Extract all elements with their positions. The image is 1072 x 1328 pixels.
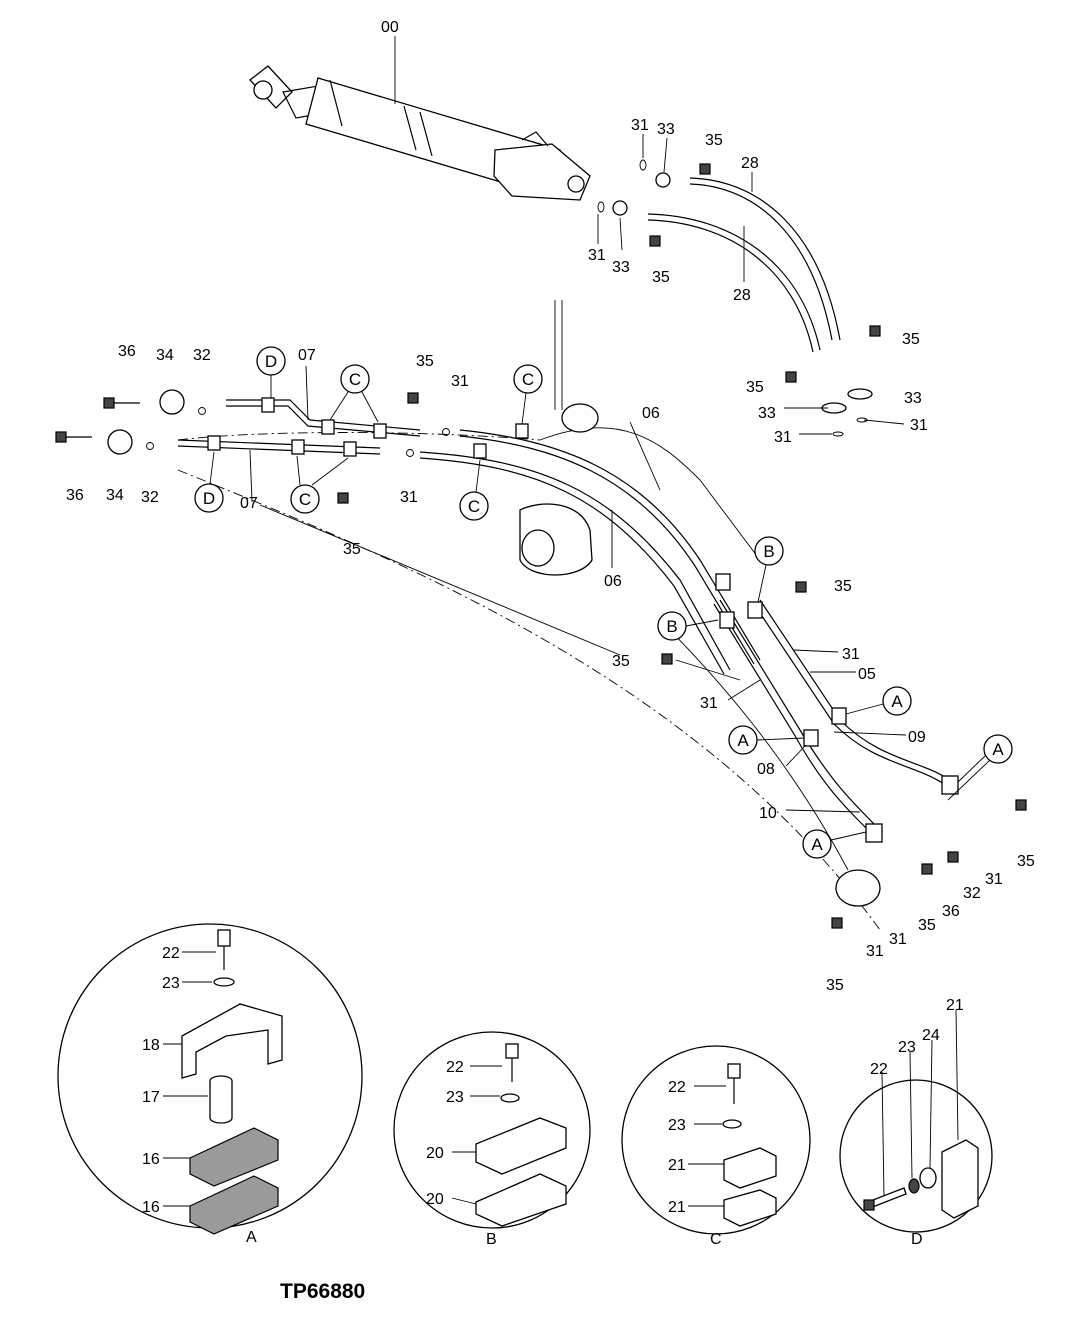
clamp-ref-B: B [763, 542, 774, 561]
detail-C: C 22 23 21 21 [621, 1045, 811, 1248]
detail-B-part: 22 [446, 1059, 464, 1076]
detail-B-part: 20 [426, 1191, 444, 1208]
leader-lines [249, 36, 991, 813]
callout-35: 35 [746, 379, 764, 396]
callout-35: 35 [1017, 853, 1035, 870]
clamp-references: D C C D C C B B A A A A [194, 346, 1013, 859]
callout-09: 09 [908, 729, 926, 746]
callout-31: 31 [889, 931, 907, 948]
callout-32: 32 [963, 885, 981, 902]
callout-10: 10 [759, 805, 777, 822]
detail-B-title: B [486, 1231, 497, 1248]
detail-B-part: 23 [446, 1089, 464, 1106]
callout-32: 32 [193, 347, 211, 364]
clamp-ref-A: A [891, 692, 903, 711]
boom-outline [177, 300, 881, 931]
callout-35: 35 [343, 541, 361, 558]
detail-C-part: 23 [668, 1117, 686, 1134]
callout-36: 36 [942, 903, 960, 920]
callout-06b: 06 [604, 573, 622, 590]
callout-35: 35 [918, 917, 936, 934]
clamp-ref-C: C [522, 370, 534, 389]
callout-06a: 06 [642, 405, 660, 422]
detail-D-title: D [911, 1231, 923, 1248]
hydraulic-cylinder [249, 65, 591, 201]
callout-31: 31 [631, 117, 649, 134]
clamp-ref-C: C [299, 490, 311, 509]
detail-C-part: 22 [668, 1079, 686, 1096]
callout-07a: 07 [298, 347, 316, 364]
callout-33: 33 [904, 390, 922, 407]
callout-35: 35 [612, 653, 630, 670]
callout-31: 31 [866, 943, 884, 960]
detail-D: D 22 23 24 21 [839, 997, 993, 1248]
callout-33: 33 [612, 259, 630, 276]
clamp-ref-C: C [349, 370, 361, 389]
callout-31: 31 [400, 489, 418, 506]
callout-36: 36 [66, 487, 84, 504]
callout-33: 33 [758, 405, 776, 422]
detail-A-part: 18 [142, 1037, 160, 1054]
fittings [55, 159, 1027, 929]
callout-31: 31 [700, 695, 718, 712]
detail-A-part: 16 [142, 1151, 160, 1168]
pipe-lines [177, 177, 951, 835]
callout-34: 34 [156, 347, 174, 364]
detail-D-part: 22 [870, 1061, 888, 1078]
callout-31: 31 [588, 247, 606, 264]
callout-28a: 28 [741, 155, 759, 172]
clamp-ref-D: D [203, 489, 215, 508]
callout-36: 36 [118, 343, 136, 360]
detail-D-part: 23 [898, 1039, 916, 1056]
detail-A: A 22 23 18 17 16 16 [57, 923, 363, 1246]
callout-08: 08 [757, 761, 775, 778]
detail-B: B 22 23 20 20 [393, 1031, 591, 1248]
callout-31: 31 [910, 417, 928, 434]
detail-D-part: 21 [946, 997, 964, 1014]
detail-D-part: 24 [922, 1027, 940, 1044]
callout-32: 32 [141, 489, 159, 506]
detail-C-part: 21 [668, 1157, 686, 1174]
callout-34: 34 [106, 487, 124, 504]
callout-31: 31 [985, 871, 1003, 888]
clamp-ref-A: A [811, 835, 823, 854]
detail-A-part: 22 [162, 945, 180, 962]
callout-07b: 07 [240, 495, 258, 512]
detail-C-title: C [710, 1231, 722, 1248]
callout-35: 35 [705, 132, 723, 149]
clamp-ref-A: A [992, 740, 1004, 759]
pipe-clamps [207, 397, 959, 843]
clamp-ref-B: B [666, 617, 677, 636]
detail-B-part: 20 [426, 1145, 444, 1162]
callout-31: 31 [842, 646, 860, 663]
callout-05: 05 [858, 666, 876, 683]
callout-00: 00 [381, 19, 399, 36]
callout-35: 35 [826, 977, 844, 994]
callout-28b: 28 [733, 287, 751, 304]
detail-A-part: 23 [162, 975, 180, 992]
callout-35: 35 [416, 353, 434, 370]
drawing-code: TP66880 [280, 1280, 365, 1303]
callout-labels: 00 31 33 35 28 31 33 35 28 35 35 33 33 3… [66, 19, 1035, 994]
detail-A-part: 17 [142, 1089, 160, 1106]
callout-33: 33 [657, 121, 675, 138]
clamp-ref-D: D [265, 352, 277, 371]
callout-31: 31 [451, 373, 469, 390]
clamp-ref-A: A [737, 731, 749, 750]
detail-A-part: 16 [142, 1199, 160, 1216]
callout-35: 35 [902, 331, 920, 348]
detail-A-title: A [246, 1229, 257, 1246]
callout-31: 31 [774, 429, 792, 446]
callout-35: 35 [652, 269, 670, 286]
detail-C-part: 21 [668, 1199, 686, 1216]
clamp-ref-C: C [468, 497, 480, 516]
callout-35: 35 [834, 578, 852, 595]
